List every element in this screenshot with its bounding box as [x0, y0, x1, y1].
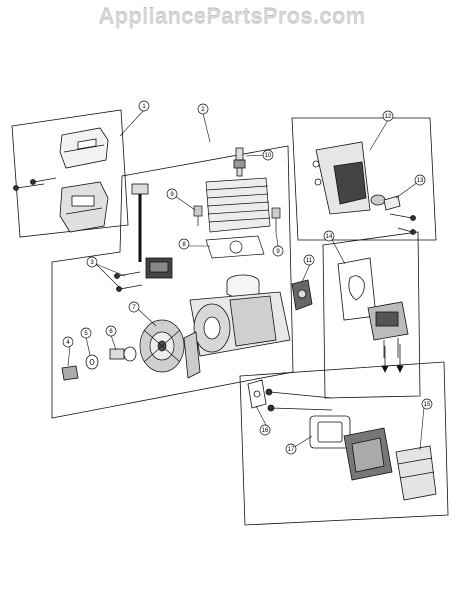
air-filter-cover [59, 127, 109, 169]
callout-9a: 9 [170, 192, 174, 198]
ignition-bracket [312, 141, 371, 215]
ignition-switch [370, 194, 401, 211]
callout-16: 16 [262, 428, 269, 434]
carburetor [367, 301, 409, 358]
cylinder-gasket [205, 235, 265, 259]
panel-15-frame [239, 361, 449, 526]
panel-14-frame [322, 231, 421, 399]
spark-plug [233, 147, 246, 177]
ignition-coil [131, 183, 173, 279]
coil-screws [114, 271, 143, 292]
cover-screws [13, 177, 57, 191]
bracket-screws [389, 213, 416, 235]
callout-15: 15 [424, 402, 431, 408]
callout-12: 12 [385, 114, 392, 120]
cylinder-bolts [193, 205, 281, 232]
filter-element [59, 181, 109, 233]
air-box [343, 427, 393, 481]
carb-gasket [337, 257, 377, 321]
air-cover [395, 445, 437, 501]
carb-arrows [381, 344, 404, 373]
insulator [291, 279, 313, 311]
callout-2: 2 [201, 107, 205, 113]
panel-1-frame [11, 109, 129, 238]
spacer-gasket [247, 379, 267, 409]
callout-5: 5 [84, 331, 88, 337]
cylinder [205, 177, 271, 233]
callout-6: 6 [109, 329, 113, 335]
callout-1: 1 [142, 104, 146, 110]
piston-and-crankcase [183, 274, 291, 379]
watermark-text: AppliancePartsPros.com [98, 4, 366, 29]
callout-3: 3 [90, 260, 94, 266]
filter-foam [309, 415, 351, 449]
callout-13: 13 [417, 178, 424, 184]
callout-10: 10 [265, 153, 272, 159]
callout-9b: 9 [276, 249, 280, 255]
callout-14: 14 [326, 234, 333, 240]
callout-4: 4 [66, 340, 70, 346]
mount-bolts [265, 388, 333, 412]
callout-11: 11 [306, 258, 313, 264]
panel-2-frame [51, 145, 294, 419]
flywheel [139, 319, 185, 373]
flywheel-hardware [61, 346, 137, 381]
callout-8: 8 [182, 242, 186, 248]
callout-17: 17 [288, 447, 295, 453]
callout-7: 7 [132, 305, 136, 311]
